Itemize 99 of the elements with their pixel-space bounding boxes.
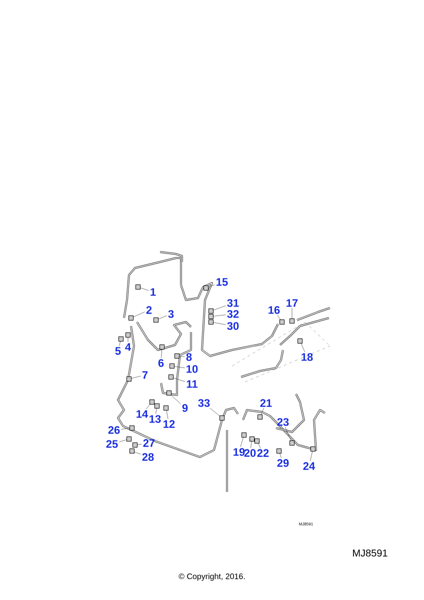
fitting bbox=[136, 284, 140, 290]
leader-line bbox=[210, 408, 220, 416]
leader-line bbox=[131, 376, 141, 379]
leader-line bbox=[121, 428, 130, 430]
leader-line bbox=[119, 341, 121, 346]
callout-number: 3 bbox=[168, 310, 174, 318]
leader-line bbox=[213, 305, 226, 310]
leader-line bbox=[213, 322, 226, 325]
fitting bbox=[126, 376, 132, 382]
fitting bbox=[164, 406, 168, 410]
fitting bbox=[154, 318, 158, 322]
leader-line bbox=[213, 314, 226, 316]
callout-number: 33 bbox=[198, 399, 210, 407]
leader-line bbox=[173, 378, 186, 382]
callout-number: 6 bbox=[158, 359, 164, 367]
fitting bbox=[118, 336, 124, 342]
callout-number: 16 bbox=[268, 306, 280, 314]
callout-number: 25 bbox=[106, 440, 118, 448]
fitting bbox=[126, 436, 132, 442]
callout-number: 17 bbox=[286, 299, 298, 307]
fitting bbox=[166, 390, 172, 396]
callout-number: 24 bbox=[303, 462, 316, 470]
callout-number: 18 bbox=[302, 353, 313, 361]
callout-number: 8 bbox=[186, 353, 192, 361]
callout-number: 11 bbox=[186, 380, 198, 388]
leader-line bbox=[310, 451, 313, 462]
callout-number: 1 bbox=[150, 288, 156, 296]
fitting bbox=[310, 446, 316, 452]
leader-line bbox=[260, 408, 264, 415]
leader-line bbox=[158, 316, 167, 320]
fitting bbox=[242, 432, 246, 438]
callout-number: 28 bbox=[142, 453, 154, 461]
fitting bbox=[220, 416, 224, 420]
callout-number: 31 bbox=[227, 299, 239, 307]
fitting bbox=[154, 404, 160, 408]
callout-number: 22 bbox=[257, 449, 269, 457]
leader-line bbox=[137, 444, 142, 445]
fitting bbox=[174, 354, 180, 358]
leader-line bbox=[174, 366, 185, 368]
fitting bbox=[132, 442, 138, 448]
leader-line bbox=[280, 453, 282, 458]
callout-number: 12 bbox=[164, 420, 175, 428]
leader-line bbox=[300, 343, 305, 352]
leader-line bbox=[134, 452, 141, 454]
callout-number: 32 bbox=[227, 310, 239, 318]
fitting bbox=[128, 316, 134, 320]
fitting bbox=[290, 440, 294, 446]
callout-number: 29 bbox=[277, 459, 289, 467]
callout-number: 21 bbox=[260, 399, 272, 407]
callout-number: 4 bbox=[125, 343, 131, 351]
fitting bbox=[208, 314, 214, 319]
callout-number: 7 bbox=[142, 371, 148, 379]
callout-number: 10 bbox=[186, 365, 198, 373]
leader-line bbox=[133, 312, 145, 318]
drawing-number: MJ8591 bbox=[353, 549, 388, 557]
callout-number: 26 bbox=[108, 426, 120, 434]
callout-number: 9 bbox=[182, 404, 188, 412]
leader-line bbox=[179, 356, 185, 357]
fitting bbox=[150, 400, 154, 404]
callout-number: 27 bbox=[143, 439, 155, 447]
leader-line bbox=[166, 410, 168, 420]
fitting bbox=[290, 318, 294, 324]
leader-line bbox=[250, 441, 252, 448]
leader-line bbox=[146, 404, 150, 410]
fitting bbox=[276, 448, 282, 454]
fitting bbox=[126, 332, 130, 338]
callout-number: 19 bbox=[234, 448, 245, 456]
copyright-note: © Copyright, 2016. bbox=[178, 573, 245, 581]
leader-line bbox=[285, 426, 292, 441]
leader-line bbox=[161, 349, 162, 358]
callout-number: 13 bbox=[150, 415, 161, 423]
callout-number: 14 bbox=[136, 410, 148, 418]
leader-line bbox=[258, 443, 261, 448]
callout-number: 23 bbox=[277, 418, 289, 426]
leader-line bbox=[240, 437, 244, 448]
fitting bbox=[130, 426, 134, 430]
leader-line bbox=[208, 284, 215, 288]
fitting bbox=[258, 414, 262, 420]
fitting bbox=[160, 344, 164, 350]
fitting bbox=[208, 308, 214, 314]
fitting bbox=[298, 338, 302, 344]
fitting bbox=[170, 364, 174, 368]
callout-number: 5 bbox=[115, 347, 121, 355]
fitting bbox=[208, 320, 214, 324]
leader-line bbox=[171, 395, 181, 404]
fitting bbox=[204, 286, 208, 290]
callout-number: 2 bbox=[146, 306, 152, 314]
fitting bbox=[280, 320, 284, 324]
callout-number: 30 bbox=[227, 322, 239, 330]
callout-number: 20 bbox=[244, 449, 256, 457]
fitting bbox=[168, 374, 174, 380]
fitting bbox=[254, 438, 260, 444]
leader-line bbox=[119, 440, 127, 442]
leader-line bbox=[140, 288, 149, 291]
callout-number: 15 bbox=[216, 278, 228, 286]
leader-line bbox=[156, 408, 157, 414]
fitting bbox=[250, 436, 254, 442]
fitting bbox=[130, 448, 134, 454]
leader-line bbox=[277, 314, 281, 320]
